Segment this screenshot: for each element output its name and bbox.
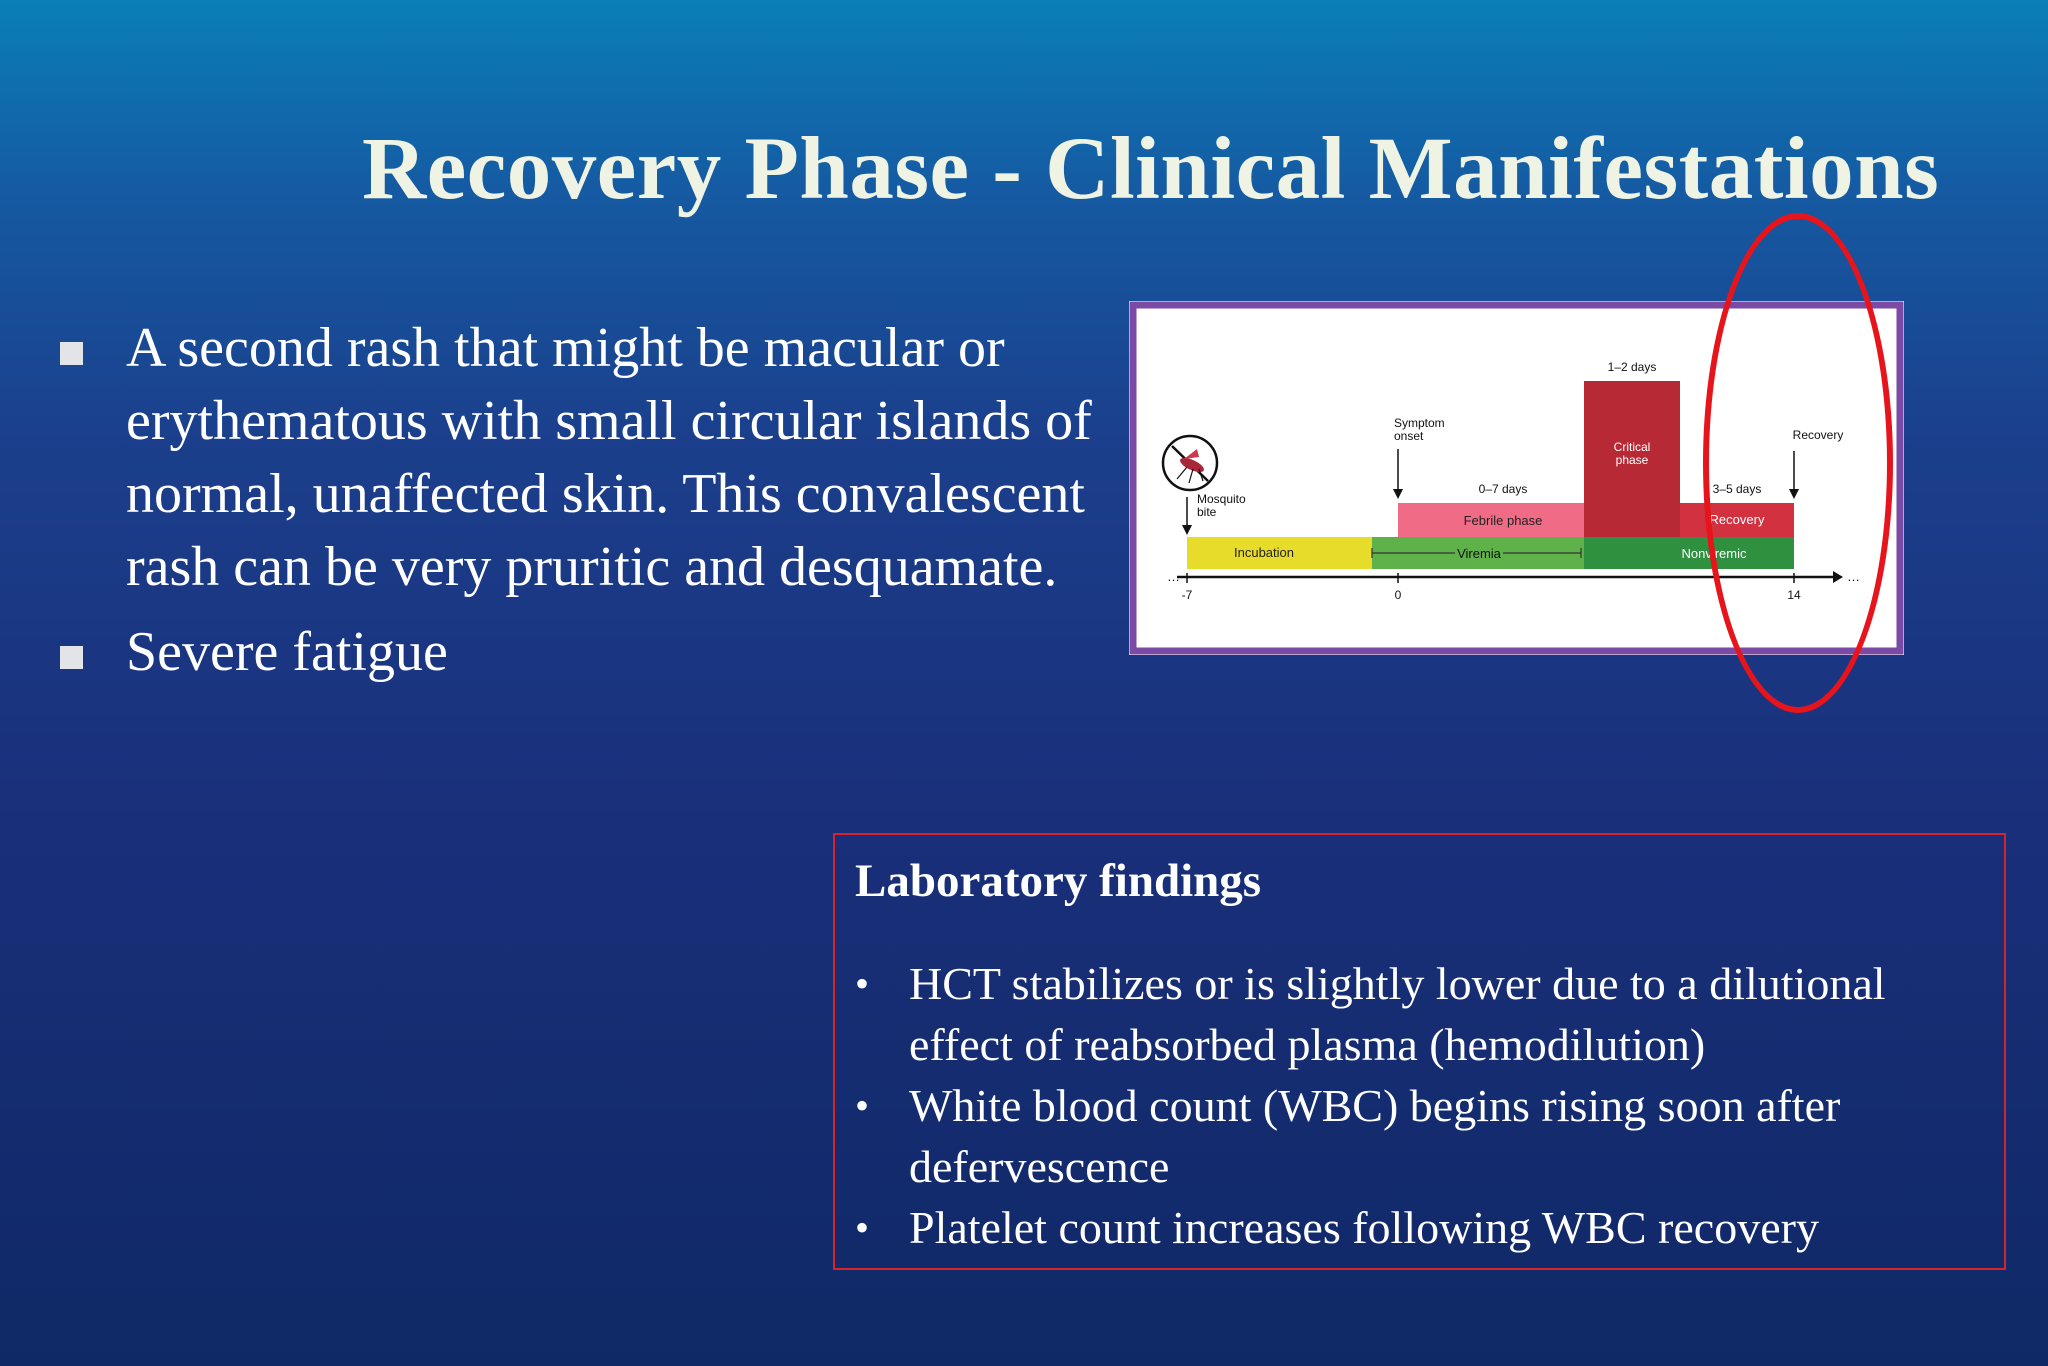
bullet-text: A second rash that might be macular or e… (126, 317, 1092, 598)
tick-label: -7 (1182, 588, 1193, 602)
days-febrile-label: 0–7 days (1479, 482, 1528, 496)
mosquito-icon (1161, 434, 1219, 492)
bullet-item: Severe fatigue (56, 616, 1096, 689)
incubation-bar (1187, 537, 1372, 569)
square-bullet-icon (60, 342, 83, 365)
febrile-bar (1398, 503, 1584, 537)
tick-label: 0 (1395, 588, 1402, 602)
svg-text:…: … (1167, 569, 1180, 584)
lab-finding-text: HCT stabilizes or is slightly lower due … (909, 958, 1886, 1070)
bullet-dot-icon: • (855, 1083, 870, 1128)
laboratory-findings-box: Laboratory findings • HCT stabilizes or … (833, 833, 2006, 1270)
days-critical-label: 1–2 days (1608, 360, 1657, 374)
viremia-label: Viremia (1457, 546, 1502, 561)
recovery-callout-ellipse (1703, 213, 1893, 713)
lab-finding-item: • Platelet count increases following WBC… (855, 1197, 1982, 1258)
lab-finding-text: White blood count (WBC) begins rising so… (909, 1080, 1841, 1192)
lab-finding-item: • HCT stabilizes or is slightly lower du… (855, 953, 1982, 1075)
bullet-list: A second rash that might be macular or e… (56, 312, 1096, 701)
incubation-label: Incubation (1234, 545, 1294, 560)
lab-title: Laboratory findings (855, 855, 1262, 907)
square-bullet-icon (60, 646, 83, 669)
lab-finding-text: Platelet count increases following WBC r… (909, 1202, 1819, 1253)
febrile-label: Febrile phase (1464, 513, 1543, 528)
slide-title: Recovery Phase - Clinical Manifestations (362, 120, 1940, 218)
bullet-text: Severe fatigue (126, 621, 448, 683)
bullet-dot-icon: • (855, 961, 870, 1006)
lab-findings-list: • HCT stabilizes or is slightly lower du… (855, 953, 1982, 1258)
bullet-dot-icon: • (855, 1205, 870, 1250)
critical-bar (1584, 381, 1680, 537)
lab-finding-item: • White blood count (WBC) begins rising … (855, 1075, 1982, 1197)
bullet-item: A second rash that might be macular or e… (56, 312, 1096, 604)
